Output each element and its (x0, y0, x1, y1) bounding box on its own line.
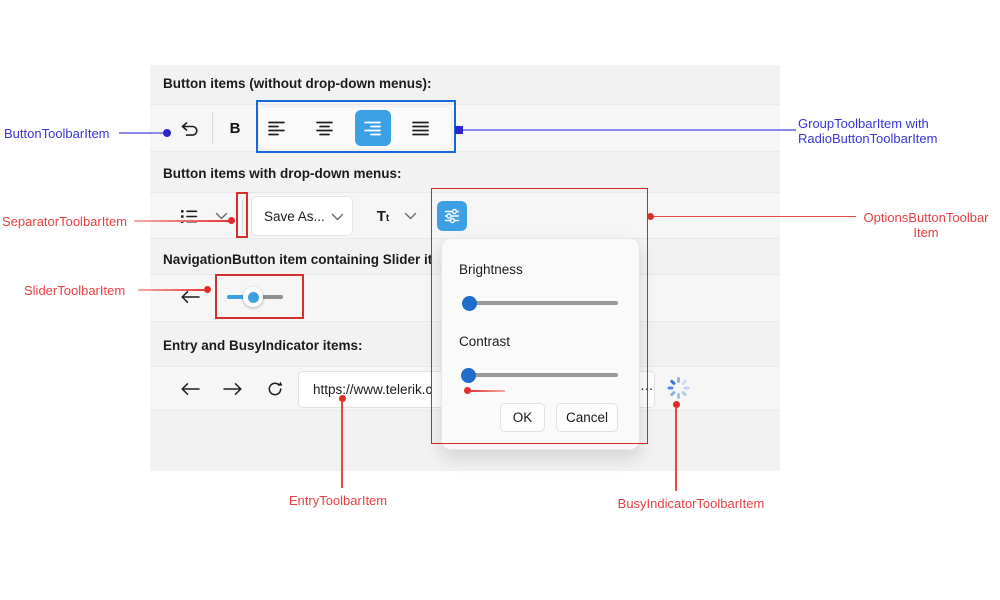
brightness-slider-thumb[interactable] (461, 295, 477, 311)
options-highlight-box (431, 188, 648, 444)
annotation-dot (339, 395, 346, 402)
annotation-line (119, 132, 165, 134)
refresh-button[interactable] (265, 379, 284, 398)
annotation-busy-indicator-toolbar-item: BusyIndicatorToolbarItem (617, 496, 765, 511)
align-left-button[interactable] (259, 110, 295, 146)
slider-highlight-box (215, 274, 304, 319)
annotation-separator-toolbar-item: SeparatorToolbarItem (2, 214, 128, 229)
section-heading-navigation: NavigationButton item containing Slider … (163, 252, 433, 267)
annotation-entry-toolbar-item: EntryToolbarItem (288, 493, 388, 508)
browser-forward-button[interactable] (221, 380, 245, 398)
annotation-line (462, 129, 796, 131)
contrast-label: Contrast (459, 334, 511, 349)
chevron-down-icon (331, 213, 344, 222)
section-heading-dropdowns: Button items with drop-down menus: (163, 166, 402, 181)
annotation-line (138, 289, 204, 291)
options-button[interactable] (437, 201, 467, 231)
save-as-label: Save As... (264, 208, 325, 224)
list-button[interactable] (172, 198, 206, 234)
annotation-line (134, 220, 229, 222)
back-arrow-icon (179, 381, 201, 397)
group-highlight-box (256, 100, 456, 153)
list-dropdown-button[interactable] (213, 209, 229, 223)
font-style-label-t: t (385, 213, 390, 224)
annotation-dot (163, 129, 171, 137)
navigation-back-button[interactable] (176, 288, 204, 306)
undo-button[interactable] (172, 110, 208, 146)
ok-button[interactable]: OK (500, 403, 545, 432)
url-entry-value: https://www.telerik.c (313, 382, 433, 397)
slider-track-filled[interactable] (227, 295, 248, 299)
chevron-down-icon (404, 212, 417, 221)
slider-thumb-dot (247, 291, 259, 303)
section-heading-buttons: Button items (without drop-down menus): (163, 76, 432, 91)
toolbar-row-buttons (150, 104, 780, 152)
annotation-line1: GroupToolbarItem with (798, 116, 929, 131)
annotation-dot (647, 213, 654, 220)
font-dropdown-button[interactable] (402, 209, 418, 223)
align-right-button-selected[interactable] (355, 110, 391, 146)
annotation-button-toolbar-item: ButtonToolbarItem (4, 126, 110, 141)
sliders-tune-icon (443, 207, 461, 225)
contrast-slider-thumb[interactable] (460, 367, 476, 383)
annotation-group-toolbar-item: GroupToolbarItem with RadioButtonToolbar… (798, 116, 968, 146)
annotation-dot (228, 217, 235, 224)
annotation-dot (464, 387, 471, 394)
undo-icon (179, 119, 201, 137)
annotation-line (341, 402, 343, 488)
align-center-button[interactable] (307, 110, 343, 146)
brightness-label: Brightness (459, 262, 523, 277)
toolbar-separator (212, 112, 213, 144)
align-right-icon (364, 121, 382, 136)
chevron-down-icon (215, 212, 228, 221)
annotation-options-button-toolbar-item: OptionsButtonToolbar Item (856, 210, 996, 240)
browser-back-button[interactable] (178, 380, 202, 398)
bold-button[interactable]: B (229, 119, 241, 137)
forward-arrow-icon (222, 381, 244, 397)
font-style-label-T: T (376, 207, 386, 225)
align-center-icon (316, 121, 334, 136)
brightness-slider-track[interactable] (462, 301, 618, 305)
align-justify-icon (412, 121, 430, 136)
contrast-slider-track[interactable] (462, 373, 618, 377)
annotation-dot (455, 126, 463, 134)
url-entry-ellipsis: … (640, 378, 654, 393)
toolbar-separator (241, 200, 243, 231)
separator-highlight-box (236, 192, 248, 238)
annotation-line1: OptionsButtonToolbar (863, 210, 989, 225)
annotation-line (675, 408, 677, 491)
annotation-line2: RadioButtonToolbarItem (798, 131, 938, 146)
annotation-line (471, 389, 505, 392)
save-as-split-button[interactable]: Save As... (251, 196, 353, 236)
annotation-dot (204, 286, 211, 293)
slider-thumb[interactable] (243, 287, 263, 307)
align-justify-button[interactable] (403, 110, 439, 146)
busy-indicator-spinner (667, 377, 689, 399)
cancel-button[interactable]: Cancel (556, 403, 618, 432)
back-arrow-icon (179, 289, 201, 305)
align-left-icon (268, 121, 286, 136)
annotation-line (654, 215, 856, 217)
refresh-icon (266, 380, 284, 398)
section-heading-entry: Entry and BusyIndicator items: (163, 338, 363, 353)
annotation-slider-toolbar-item: SliderToolbarItem (24, 283, 126, 298)
slider-track-empty[interactable] (262, 295, 283, 299)
annotation-dot (673, 401, 680, 408)
annotation-line2: Item (913, 225, 939, 240)
